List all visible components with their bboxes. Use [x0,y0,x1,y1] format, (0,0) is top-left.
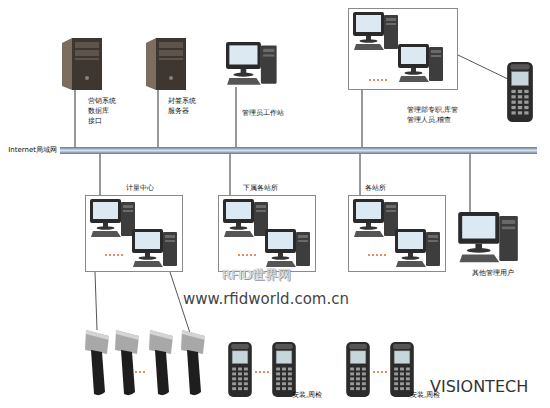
computer-icon [265,229,310,267]
computer-icon [395,229,440,267]
network-link [158,90,159,147]
group-box: 各站所 [348,195,446,272]
barcode-scanner [115,330,139,395]
barcode-scanner [85,330,109,395]
group-box: 管理部专职,库管 管理人员,稽查 [348,8,458,90]
device-group: 安装,周检 [222,338,328,400]
node-label: 其他管理用户 [472,268,514,278]
node-label: 计量中心 [126,183,154,193]
node-label: 下属各站所 [243,183,278,193]
network-link [362,90,363,147]
node-label: 管理员工作站 [242,108,284,118]
server-node: 营销系统 数据库 接口 [62,38,108,90]
node-label: 各站所 [365,183,386,193]
network-link [470,154,471,212]
brand-text: VISIONTECH [430,377,528,396]
barcode-scanner [181,330,205,395]
node-label: 营销系统 数据库 接口 [88,96,116,126]
barcode-scanner [149,330,173,395]
computer-icon [398,44,443,82]
computer-icon [223,199,268,237]
node-label: 管理部专职,库管 管理人员,稽查 [407,105,471,125]
workstation-node: 管理员工作站 [226,42,280,87]
ellipsis-dots [369,79,387,81]
computer-icon [458,212,518,262]
network-link [360,154,361,195]
watermark-text: RFID世界网 [222,266,291,284]
group-box: 计量中心 [85,195,183,272]
computer-icon [90,199,135,237]
handheld-terminal [228,342,252,397]
group-box: 下属各站所 [218,195,316,272]
ellipsis-dots [105,254,386,256]
watermark-url: www.rfidworld.com.cn [183,290,349,308]
handheld-terminal [272,342,296,397]
server-node: 封签系统 服务器 [146,38,192,90]
wireless-link [458,55,510,80]
node-label: 封签系统 服务器 [168,96,196,116]
network-link [75,90,76,147]
handheld-terminal [390,342,414,397]
network-link [236,87,237,147]
computer-node: 其他管理用户 [456,212,530,265]
server-icon [146,38,186,90]
computer-icon [132,229,177,267]
node-label: Internet局域网 [8,145,57,155]
scanner-cable [95,272,97,330]
computer-icon [353,12,398,50]
network-bus: Internet局域网 [60,147,537,154]
network-link [230,154,231,195]
handheld-terminal [346,342,370,397]
computer-icon [226,42,277,85]
network-link [100,154,101,195]
handheld-terminal [507,62,533,122]
node-label: 安装,周检 [292,390,322,400]
computer-icon [353,199,398,237]
server-icon [62,38,102,90]
